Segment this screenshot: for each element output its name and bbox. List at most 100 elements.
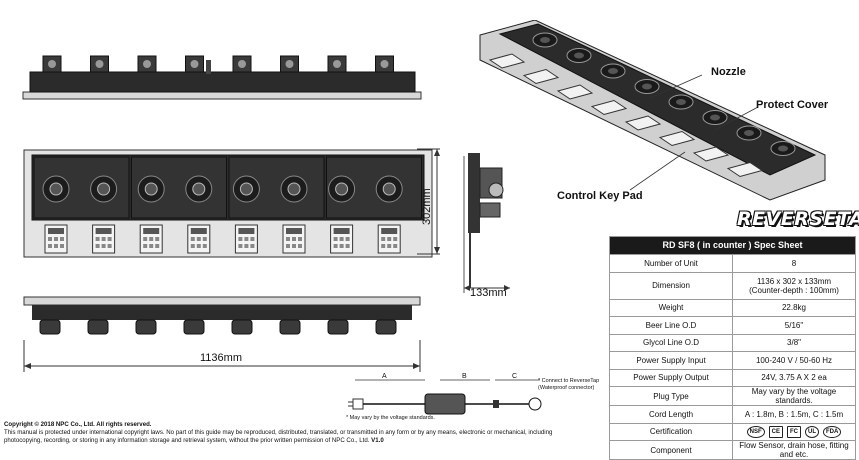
- tap-nozzle: [232, 55, 252, 73]
- voltage-note: * May vary by the voltage standards.: [346, 415, 435, 421]
- control-keypad: [726, 161, 764, 178]
- ul-icon: UL: [805, 425, 819, 438]
- nozzle-dial: [328, 175, 356, 203]
- tap-nozzle: [279, 319, 301, 335]
- ce-icon: CE: [768, 425, 783, 438]
- certification-icons: NSF CE FC UL FDA: [732, 422, 856, 441]
- spec-value: Flow Sensor, drain hose, fitting and etc…: [732, 440, 856, 460]
- nozzle-dial: [770, 141, 796, 156]
- spec-label: Power Supply Input: [609, 351, 733, 370]
- tap-nozzle: [280, 55, 299, 73]
- spec-value: May vary by the voltage standards.: [732, 386, 856, 406]
- nozzle-dial: [736, 125, 762, 141]
- tap-nozzle: [135, 319, 157, 335]
- copyright-text-2: photocopying, recording, or storing in a…: [4, 437, 370, 444]
- control-key-pad-callout: Control Key Pad: [557, 190, 643, 202]
- spec-label: Cord Length: [609, 405, 733, 424]
- top-side-view: [22, 55, 422, 100]
- depth-dimension-label: 302mm: [421, 188, 433, 225]
- spec-sheet-table: RD SF8 ( in counter ) Spec Sheet Number …: [609, 236, 856, 460]
- copyright-title: Copyright © 2018 NPC Co., Ltd. All right…: [4, 421, 152, 428]
- nozzle-dial: [566, 48, 592, 63]
- tap-nozzle: [231, 319, 253, 335]
- connect-note: * Connect to ReverseTap (Waterproof conn…: [538, 378, 600, 391]
- copyright-block: Copyright © 2018 NPC Co., Ltd. All right…: [4, 421, 614, 445]
- isometric-view: [479, 20, 826, 201]
- fda-icon: FDA: [823, 425, 842, 438]
- control-keypad: [692, 146, 730, 162]
- control-keypad: [522, 68, 560, 85]
- spec-label: Power Supply Output: [609, 368, 733, 387]
- spec-label: Certification: [609, 422, 733, 441]
- spec-label: Number of Unit: [609, 254, 733, 273]
- nozzle-dial: [375, 175, 403, 203]
- bottom-side-view: [23, 296, 421, 372]
- control-keypad: [282, 224, 306, 254]
- nozzle-dial: [232, 175, 260, 203]
- spec-label: Plug Type: [609, 386, 733, 406]
- control-keypad: [44, 224, 68, 254]
- control-keypad: [139, 224, 163, 254]
- reversetap-logo: REVERSETAP: [737, 208, 859, 230]
- spec-label: Dimension: [609, 271, 733, 300]
- nozzle-dial: [137, 175, 165, 203]
- nsf-icon: NSF: [746, 425, 765, 438]
- spec-label: Component: [609, 440, 733, 460]
- tap-nozzle: [327, 55, 347, 73]
- side-profile-view: [463, 153, 510, 293]
- control-keypad: [488, 53, 526, 69]
- control-keypad: [590, 99, 628, 116]
- control-keypad: [377, 224, 401, 254]
- spec-value: 8: [732, 254, 856, 273]
- cable-diagram: [348, 379, 542, 415]
- depth-dimension-line: [417, 148, 440, 255]
- control-keypad: [234, 224, 258, 254]
- height-dimension-label: 133mm: [470, 287, 507, 299]
- protect-cover-callout: Protect Cover: [756, 99, 829, 111]
- nozzle-dial: [668, 94, 694, 110]
- spec-value: A : 1.8m, B : 1.5m, C : 1.5m: [732, 405, 856, 424]
- tap-nozzle: [183, 319, 205, 335]
- nozzle-dial: [280, 175, 308, 203]
- tap-nozzle: [327, 319, 349, 335]
- cable-label-a: A: [382, 373, 387, 380]
- front-view: [23, 149, 433, 258]
- spec-label: Glycol Line O.D: [609, 333, 733, 352]
- control-keypad: [556, 84, 594, 100]
- control-keypad: [92, 224, 116, 254]
- nozzle-dial: [634, 79, 660, 94]
- tap-nozzle: [375, 55, 394, 73]
- copyright-text: This manual is protected under internati…: [4, 429, 553, 436]
- control-keypad: [187, 224, 211, 254]
- tap-nozzle: [87, 319, 109, 335]
- nozzle-callout: Nozzle: [711, 66, 746, 78]
- spec-value: 1136 x 302 x 133mm(Counter-depth : 100mm…: [732, 271, 856, 300]
- tap-nozzle: [42, 55, 62, 73]
- control-keypad: [624, 115, 662, 131]
- nozzle-dial: [600, 63, 626, 79]
- tap-nozzle: [90, 55, 109, 73]
- spec-value: 100-240 V / 50-60 Hz: [732, 351, 856, 370]
- spec-value: 3/8": [732, 333, 856, 352]
- version-label: V1.0: [371, 437, 384, 444]
- spec-value: 5/16": [732, 316, 856, 335]
- tap-nozzle: [39, 319, 61, 335]
- nozzle-dial: [90, 175, 118, 203]
- cable-label-b: B: [462, 373, 467, 380]
- spec-label: Beer Line O.D: [609, 316, 733, 335]
- nozzle-dial: [702, 110, 728, 125]
- spec-value: 24V, 3.75 A X 2 ea: [732, 368, 856, 387]
- fc-icon: FC: [787, 425, 801, 438]
- spec-label: Weight: [609, 298, 733, 317]
- control-keypad: [658, 130, 696, 147]
- tap-nozzle: [185, 55, 204, 73]
- tap-nozzle: [137, 55, 157, 73]
- cable-label-c: C: [512, 373, 518, 380]
- width-dimension-label: 1136mm: [200, 352, 242, 364]
- nozzle-dial: [185, 175, 213, 203]
- nozzle-dial: [42, 175, 70, 203]
- control-keypad: [330, 224, 354, 254]
- nozzle-dial: [532, 32, 558, 48]
- tap-nozzle: [375, 319, 397, 335]
- spec-value: 22.8kg: [732, 298, 856, 317]
